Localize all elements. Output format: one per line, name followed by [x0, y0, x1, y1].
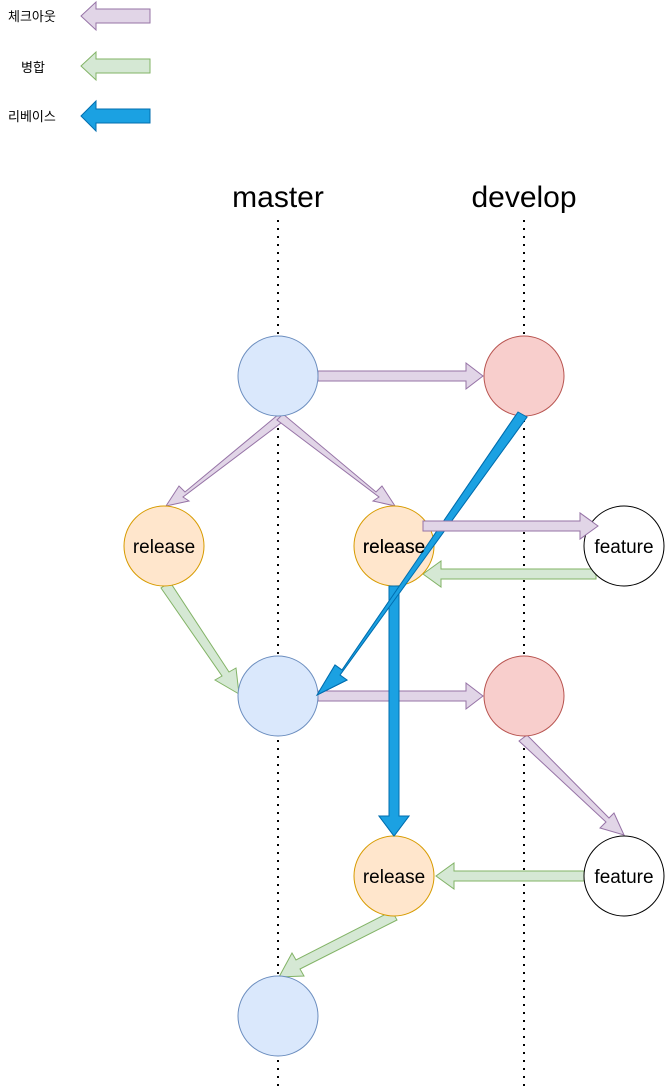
feature-node-2[interactable]: [583, 835, 665, 917]
legend-item-merge: 병합: [21, 50, 151, 82]
release-node-2-label: release: [363, 537, 425, 558]
legend-rebase-arrow: [80, 99, 151, 133]
arrow-checkout-master-to-release-1: [164, 413, 286, 507]
arrow-checkout-master-to-develop-1: [317, 361, 484, 391]
feature-node-1[interactable]: [583, 505, 665, 587]
feature-node-1-label: feature: [594, 537, 653, 558]
legend-item-checkout: 체크아웃: [8, 0, 151, 32]
legend: 체크아웃 병합 리베이스: [8, 0, 151, 133]
develop-commit-2[interactable]: [483, 655, 565, 737]
arrow-checkout-master-2-to-develop-2: [317, 681, 484, 711]
arrow-checkout-develop-2-to-feature-2: [518, 734, 625, 836]
legend-merge-label: 병합: [21, 61, 45, 76]
release-node-2-label-top: release: [363, 537, 425, 558]
arrow-checkout-overlay: [422, 512, 599, 540]
nodes: release release feature release feature: [123, 335, 665, 1057]
arrow-merge-feature-2-to-release-3: [435, 862, 585, 890]
master-commit-2[interactable]: [237, 655, 319, 737]
arrow-merge-release-1-to-master-2: [160, 581, 240, 695]
arrow-checkout-master-to-release-2: [276, 413, 397, 507]
feature-node-2-label: feature: [594, 867, 653, 888]
release-node-3-label: release: [363, 867, 425, 888]
legend-checkout-arrow: [80, 0, 151, 32]
lane-title-develop: develop: [471, 181, 576, 214]
legend-checkout-label: 체크아웃: [8, 10, 56, 25]
legend-item-rebase: 리베이스: [8, 99, 151, 133]
develop-commit-1[interactable]: [483, 335, 565, 417]
master-commit-3[interactable]: [237, 975, 319, 1057]
arrow-rebase-overlay: [378, 585, 410, 837]
release-node-1-label: release: [133, 537, 195, 558]
release-node-1[interactable]: [123, 505, 205, 587]
arrow-merge-release-3-to-master-3: [278, 910, 398, 978]
legend-merge-arrow: [80, 50, 151, 82]
lane-title-master: master: [232, 181, 324, 214]
legend-rebase-label: 리베이스: [8, 110, 56, 125]
arrow-merge-feature-1-to-release-2: [422, 560, 597, 588]
arrow-rebase-overlay-2: [315, 411, 528, 697]
master-commit-1[interactable]: [237, 335, 319, 417]
